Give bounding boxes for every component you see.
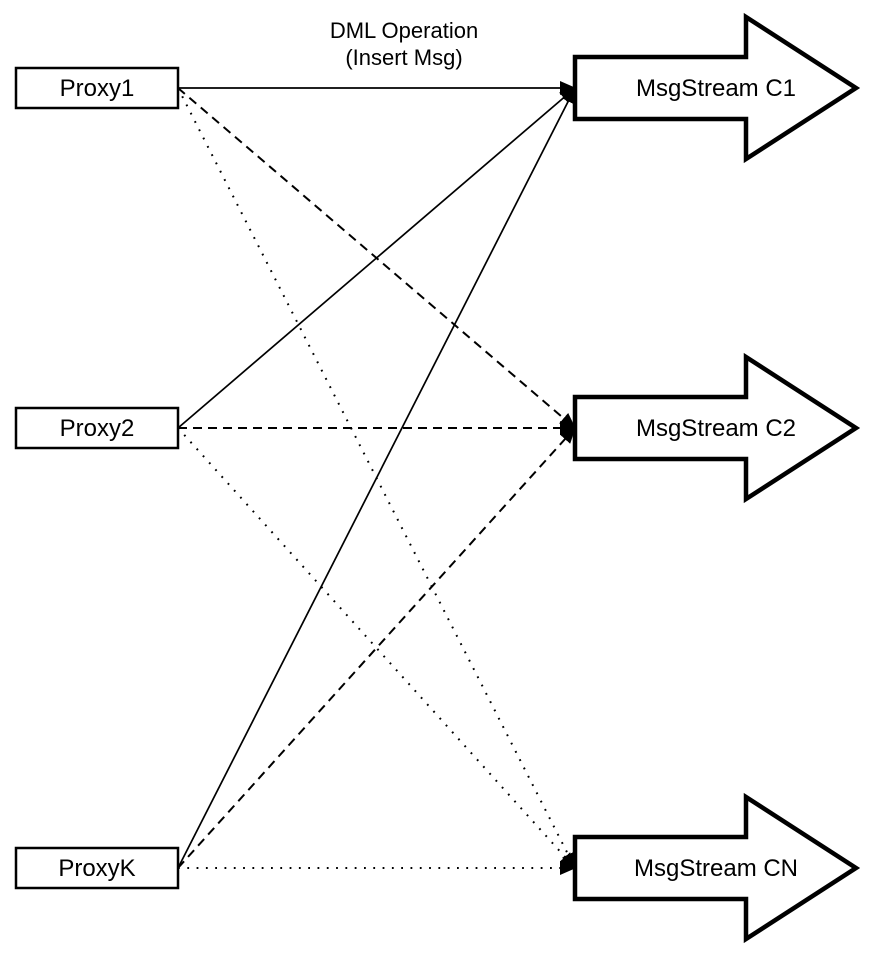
connection-proxy2-cn [177,427,576,869]
connection-proxy1-c2 [177,87,576,429]
proxy-node-k: ProxyK [14,846,180,890]
stream-node-c1: MsgStream C1 [572,12,861,164]
msgstream-c1-label: MsgStream C1 [636,75,796,102]
proxyk-label: ProxyK [58,855,135,882]
connections [177,81,576,875]
connection-proxyk-c2 [177,427,576,869]
proxyk-box [14,846,180,890]
diagram-title-line2: (Insert Msg) [345,45,462,70]
proxy2-box [14,406,180,450]
proxy-node-1: Proxy1 [14,66,180,110]
msgstream-cn-arrow-icon [572,792,861,944]
proxy1-box [14,66,180,110]
msgstream-c2-label: MsgStream C2 [636,415,796,442]
msgstream-cn-label: MsgStream CN [634,855,798,882]
proxy2-label: Proxy2 [60,415,135,442]
stream-node-c2: MsgStream C2 [572,352,861,504]
proxy1-label: Proxy1 [60,75,135,102]
stream-node-cn: MsgStream CN [572,792,861,944]
connection-proxy1-cn [177,87,576,869]
diagram-title-line1: DML Operation [330,18,478,43]
proxy-node-2: Proxy2 [14,406,180,450]
msgstream-c1-arrow-icon [572,12,861,164]
msgstream-c2-arrow-icon [572,352,861,504]
